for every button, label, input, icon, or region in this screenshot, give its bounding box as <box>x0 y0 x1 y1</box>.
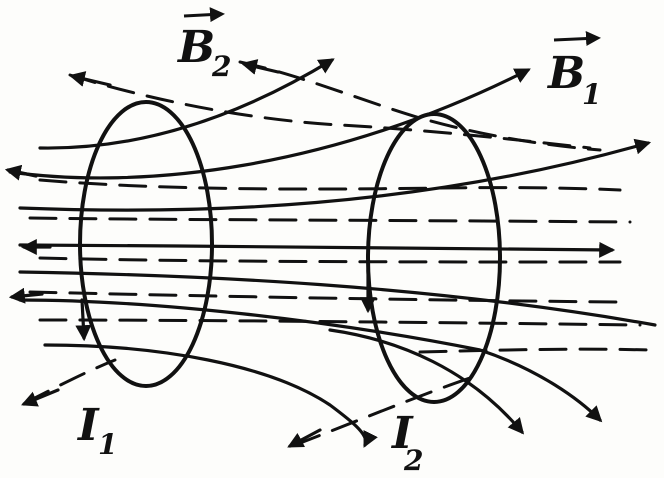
field-direction-arrows <box>4 59 322 448</box>
dashed-line-9 <box>293 376 472 447</box>
solid-line-8 <box>328 328 525 435</box>
dashed-line-4 <box>28 216 632 224</box>
current-loops <box>75 100 502 404</box>
b2-vector-bar <box>183 7 225 23</box>
dashed-line-7 <box>38 318 642 327</box>
solid-line-7 <box>43 343 378 448</box>
arrow-left-low <box>8 287 44 304</box>
solid-line-6 <box>18 298 603 423</box>
b2-letter: B <box>176 22 215 73</box>
label-i2: I 2 <box>390 408 423 477</box>
b1-letter: B <box>546 48 585 99</box>
arrow-left-upper <box>4 164 38 181</box>
dashed-line-3 <box>38 178 622 192</box>
solid-line-4 <box>18 241 616 258</box>
i2-letter: I <box>390 408 414 459</box>
label-i1: I 1 <box>76 400 117 461</box>
solid-field-lines <box>8 58 657 448</box>
loop-1 <box>78 100 214 388</box>
dashed-line-2 <box>238 60 602 152</box>
dashed-line-6 <box>28 290 622 304</box>
dashed-line-8 <box>418 347 652 354</box>
arrow-left-top <box>68 71 112 87</box>
dashed-line-5 <box>38 256 622 264</box>
loop-2 <box>366 112 502 404</box>
solid-line-2 <box>8 68 531 180</box>
dashed-field-lines <box>23 60 652 447</box>
arrow-b2-tail <box>240 59 280 75</box>
b2-subscript: 2 <box>211 50 231 83</box>
solid-line-3 <box>18 138 652 212</box>
b1-vector-bar <box>553 31 601 47</box>
i1-letter: I <box>76 400 100 451</box>
arrow-bottom-mid <box>287 428 322 448</box>
loop-1-current-arrow <box>75 298 92 342</box>
i1-subscript: 1 <box>98 428 117 461</box>
arrow-bottom-left <box>21 388 60 407</box>
i2-subscript: 2 <box>403 444 423 477</box>
label-b2: B 2 <box>176 7 231 83</box>
solid-line-5 <box>18 270 657 327</box>
b1-subscript: 1 <box>582 78 601 111</box>
label-b1: B 1 <box>546 31 601 111</box>
